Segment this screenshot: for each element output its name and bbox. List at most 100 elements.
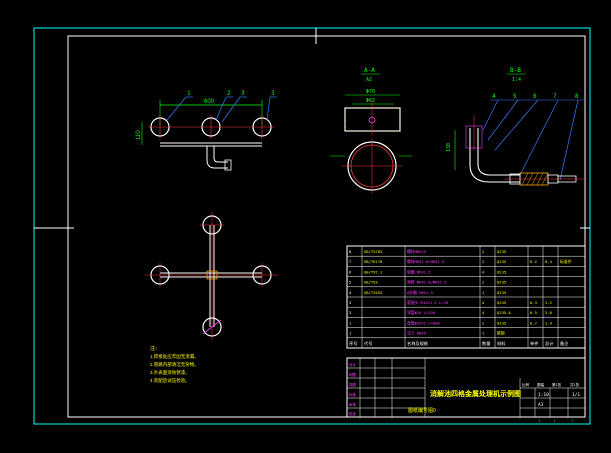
leader-num-3: 3 [241, 90, 245, 97]
bom-cell-name: 螺母M6X1.0/M6X1.5 [407, 259, 444, 264]
bom-header-row: 序号代号 名称及规格 数量材料 单件总计备注 [349, 340, 569, 347]
bom-cell-qty: 1 [482, 331, 485, 336]
bom-cell-w1: 0.7 [530, 320, 537, 325]
tb-col-page: 第1张 [552, 382, 562, 387]
dim-left-height: 110 [136, 130, 142, 140]
notes-line-1: 1.焊接处应牢固无渗漏。 [150, 353, 199, 360]
notes-line-3: 3.外表面涂防锈漆。 [150, 369, 190, 376]
section-view-a[interactable]: A-A A2 Φ70 Φ63 [330, 67, 412, 194]
bom-cell-no: 1 [349, 320, 352, 325]
bom-cell-mat: Q235-A [497, 310, 511, 315]
bom-cell-w1: 0.5 [530, 310, 537, 315]
section-body [344, 107, 401, 132]
svg-text:1: 1 [571, 419, 573, 423]
top-view-cross[interactable] [145, 212, 278, 340]
bom-cell-mat: Q235 [497, 320, 506, 325]
view-label-a: A-A [364, 67, 375, 74]
inner-frame [67, 35, 586, 418]
bom-cell-no: 序号 [349, 340, 357, 347]
bom-cell-name: 名称及规格 [407, 340, 429, 347]
outer-frame [33, 27, 591, 425]
title-block[interactable]: 设计 制图 描图 校核 审核 批准 消解池四格金属处理机示例图 图纸编号图0 比… [346, 357, 586, 423]
bom-cell-w2: 1.4 [545, 320, 553, 325]
dim-right-height: 130 [446, 143, 452, 152]
bom-cell-code: GB/T97.1 [364, 269, 383, 274]
bom-cell-name: 弯管Φ20 L=250 [407, 310, 436, 315]
bom-cell-mat: Q235 [497, 249, 506, 254]
leader-num-2: 2 [227, 90, 231, 97]
bom-cell-code: 代号 [364, 340, 372, 347]
technical-notes: 注： 1.焊接处应牢固无渗漏。 2.管路内部清洁无杂物。 3.外表面涂防锈漆。 … [150, 345, 199, 384]
tb-label-check: 校核 [349, 392, 357, 397]
bom-cell-no: 2 [349, 310, 351, 315]
bom-cell-qty: 4 [482, 300, 485, 305]
bom-cell-no: 4 [349, 290, 352, 295]
bom-cell-qty: 2 [482, 249, 484, 254]
dim-circle-inner: Φ63 [366, 98, 375, 104]
bom-cell-code: GB/T3452 [364, 290, 382, 295]
drawing-subtitle: 图纸编号图0 [408, 407, 436, 414]
notes-line-4: 4.装配后试压检验。 [150, 377, 190, 384]
bom-cell-qty: 2 [482, 259, 484, 264]
bom-cell-mat: 材料 [497, 340, 506, 347]
bom-row: 2 弯管Φ20 L=250 4 Q235-A 0.5 2.0 [349, 310, 553, 315]
svg-text:1: 1 [538, 419, 540, 423]
bom-cell-note: 备注 [560, 340, 569, 347]
bom-cell-mat: Q235 [497, 280, 506, 285]
bom-cell-qty: 数量 [482, 340, 490, 347]
leader-num-r2: 5 [513, 93, 517, 100]
bom-cell-name: 弹垫 M6X1.0/M6X1.5 [407, 280, 447, 285]
bom-cell-mat: 碳钢 [497, 331, 505, 336]
sheet-value: A3 [538, 402, 544, 408]
bom-cell-w1: 单件 [530, 340, 538, 347]
bom-cell-name: O形圈 M6X1.5 [407, 290, 433, 295]
bom-cell-mat: Q235 [497, 269, 506, 274]
bom-cell-mat: Q235 [497, 259, 506, 264]
tb-col-total: 共1张 [570, 382, 580, 387]
view-label-b: B-B [510, 67, 521, 74]
bom-cell-name: 螺栓M6X25 [407, 249, 426, 254]
bom-cell-qty: 1 [482, 290, 485, 295]
bom-cell-w2: 总计 [545, 340, 553, 347]
leader-num-1: 1 [187, 90, 191, 97]
bom-cell-w2: 2.0 [545, 310, 553, 315]
leader-num-r3: 6 [533, 93, 537, 100]
bom-cell-no: 5 [349, 280, 351, 285]
bom-cell-w1: 0.2 [530, 259, 537, 264]
svg-text:1: 1 [553, 419, 555, 423]
leader-num-r5: 8 [575, 93, 579, 100]
bom-cell-w1: 0.3 [530, 300, 537, 305]
bom-cell-no: 7 [349, 259, 351, 264]
tb-label-review: 审核 [349, 402, 357, 407]
leader-num-4: 3 [271, 90, 275, 97]
notes-title: 注： [150, 345, 160, 352]
tb-label-design: 设计 [349, 362, 357, 367]
bom-cell-qty: 4 [482, 310, 485, 315]
bom-cell-note: 标准件 [560, 259, 572, 264]
page-value: 1/1 [572, 392, 580, 398]
bom-cell-name: 法兰 DN25 [407, 331, 426, 336]
scale-value: 1:10 [538, 392, 549, 398]
bom-cell-w2: 0.4 [545, 259, 553, 264]
front-view[interactable]: 600 110 1 2 3 3 [136, 90, 277, 171]
bom-cell-name: 垫圈 M6X1.5 [407, 269, 431, 274]
bom-cell-mat: Q235 [497, 300, 506, 305]
drawing-title: 消解池四格金属处理机示例图 [430, 389, 521, 398]
bom-cell-no: 6 [349, 269, 352, 274]
view-label-b-sub: 1:4 [512, 77, 521, 83]
bom-cell-code: GB/T5783 [364, 249, 382, 254]
tb-label-draw: 制图 [349, 372, 357, 377]
section-view-b[interactable]: B-B 1:4 4 5 6 7 8 130 [446, 67, 585, 186]
bom-cell-w2: 1.2 [545, 300, 552, 305]
bom-cell-code: GB/T93 [364, 280, 378, 285]
leader-num-r1: 4 [492, 93, 496, 100]
bom-cell-qty: 2 [482, 320, 484, 325]
